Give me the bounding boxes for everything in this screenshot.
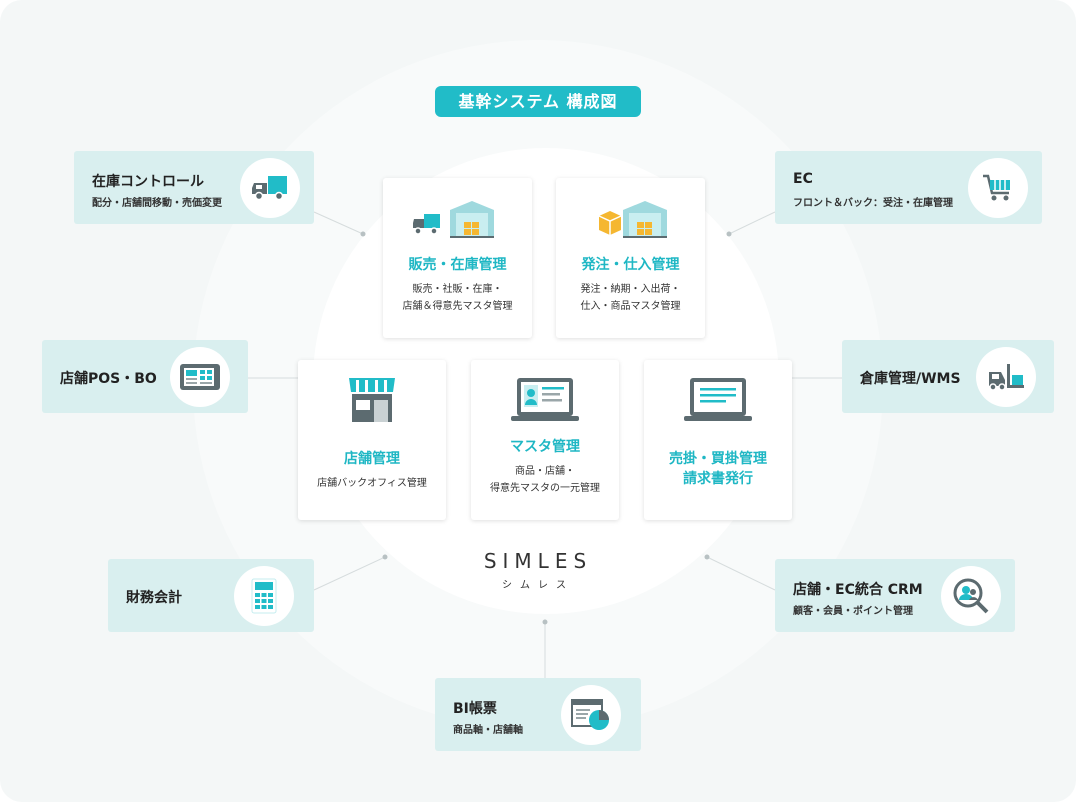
module-title: 発注・仕入管理: [581, 257, 680, 273]
ext-desc: 配分・店舗間移動・売価変更: [92, 198, 222, 209]
module-desc: 店舗バックオフィス管理: [317, 478, 427, 489]
forklift-icon: [976, 347, 1036, 407]
laptop-document-icon: [644, 376, 792, 424]
ext-crm: 店舗・EC統合 CRM 顧客・会員・ポイント管理: [775, 559, 1015, 632]
ext-title: 倉庫管理/WMS: [860, 371, 961, 387]
ext-desc: 顧客・会員・ポイント管理: [793, 606, 913, 617]
ext-title: 在庫コントロール: [92, 174, 204, 190]
box-warehouse-icon: [556, 200, 705, 240]
module-ordering-purchasing: 発注・仕入管理 発注・納期・入出荷・ 仕入・商品マスタ管理: [556, 178, 705, 338]
cart-icon: [968, 158, 1028, 218]
brand-kana: シムレス: [502, 580, 574, 591]
brand-logo: SIMLES: [483, 549, 593, 573]
ext-store-pos: 店舗POS・BO: [42, 340, 248, 413]
diagram-title: 基幹システム 構成図: [435, 86, 641, 117]
ext-title: 店舗・EC統合 CRM: [793, 582, 923, 598]
module-title-line1: 売掛・買掛管理: [669, 451, 767, 467]
ext-title: 店舗POS・BO: [60, 371, 157, 387]
module-title: 販売・在庫管理: [408, 257, 507, 273]
module-store-management: 店舗管理 店舗バックオフィス管理: [298, 360, 446, 520]
laptop-profile-icon: [471, 376, 619, 424]
report-chart-icon: [561, 685, 621, 745]
truck-icon: [240, 158, 300, 218]
module-title: 店舗管理: [344, 451, 400, 467]
module-desc: 販売・社販・在庫・ 店舗＆得意先マスタ管理: [402, 284, 513, 312]
ext-ec: EC フロント＆バック：受注・在庫管理: [775, 151, 1042, 224]
ext-inventory-control: 在庫コントロール 配分・店舗間移動・売価変更: [74, 151, 314, 224]
module-title: マスタ管理: [510, 439, 580, 455]
ext-title: EC: [793, 171, 813, 187]
module-title-line2: 請求書発行: [683, 471, 753, 487]
pos-terminal-icon: [170, 347, 230, 407]
module-desc: 発注・納期・入出荷・ 仕入・商品マスタ管理: [580, 284, 681, 312]
ext-financial-accounting: 財務会計: [108, 559, 314, 632]
ext-desc: フロント＆バック：受注・在庫管理: [793, 198, 953, 209]
module-sales-inventory: 販売・在庫管理 販売・社販・在庫・ 店舗＆得意先マスタ管理: [383, 178, 532, 338]
module-desc: 商品・店舗・ 得意先マスタの一元管理: [490, 466, 600, 494]
ext-warehouse-wms: 倉庫管理/WMS: [842, 340, 1054, 413]
calculator-icon: [234, 566, 294, 626]
ext-title: BI帳票: [453, 701, 497, 717]
ext-desc: 商品軸・店舗軸: [453, 725, 523, 736]
store-icon: [298, 376, 446, 424]
module-receivables-payables: 売掛・買掛管理 請求書発行: [644, 360, 792, 520]
truck-warehouse-icon: [383, 200, 532, 240]
module-master-management: マスタ管理 商品・店舗・ 得意先マスタの一元管理: [471, 360, 619, 520]
customer-search-icon: [941, 566, 1001, 626]
ext-bi-report: BI帳票 商品軸・店舗軸: [435, 678, 641, 751]
ext-title: 財務会計: [126, 590, 182, 606]
